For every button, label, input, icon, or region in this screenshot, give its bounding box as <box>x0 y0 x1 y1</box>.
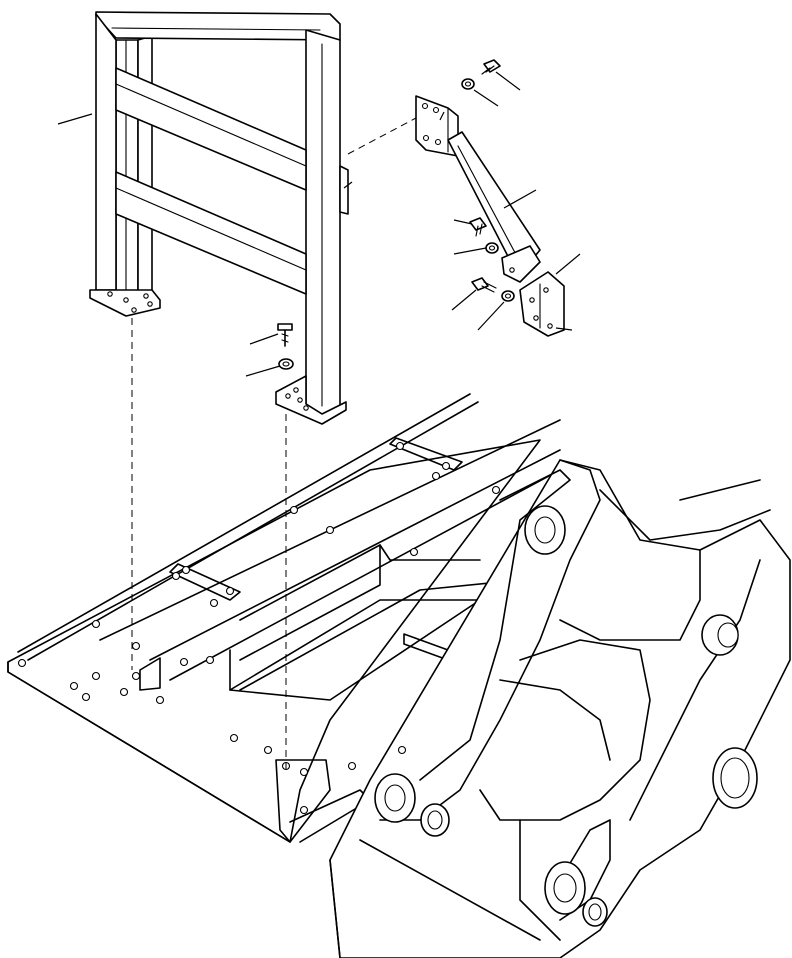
washer-icon <box>278 358 294 370</box>
leader-lines <box>57 71 581 377</box>
support-bracket <box>415 95 541 283</box>
bolt-icon <box>469 217 487 237</box>
handrail <box>89 11 349 425</box>
fasteners <box>277 59 515 370</box>
bolt-icon <box>481 59 501 75</box>
mount-plate <box>519 271 565 337</box>
machine-frame <box>7 393 791 958</box>
washer-icon <box>501 290 515 302</box>
assembly-lines <box>131 117 417 770</box>
washer-icon <box>461 78 475 90</box>
washer-icon <box>485 242 499 254</box>
bolt-icon <box>277 323 293 347</box>
bolt-icon <box>471 277 497 293</box>
